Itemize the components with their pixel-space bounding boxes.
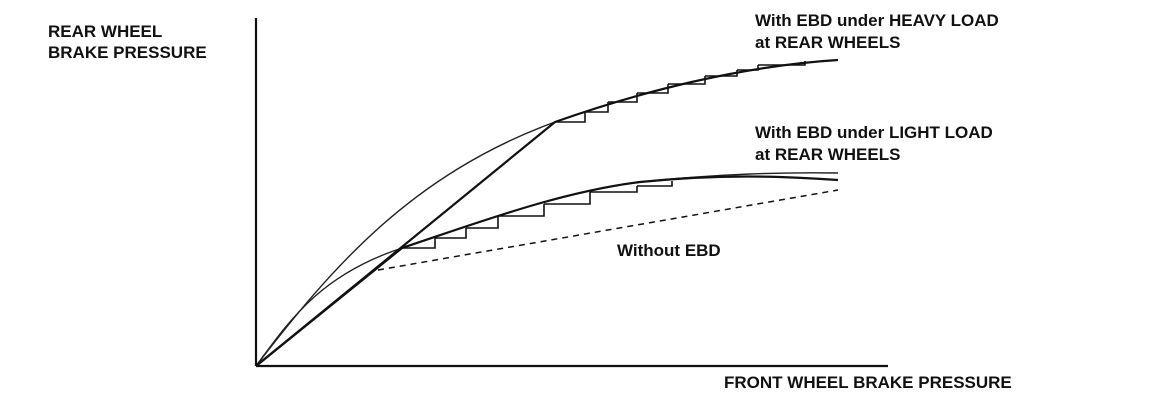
light-load-ebd-curve bbox=[255, 175, 839, 367]
without-ebd-line bbox=[377, 189, 839, 271]
light-load-label: With EBD under LIGHT LOAD at REAR WHEELS bbox=[755, 123, 998, 164]
heavy-load-ideal-curve bbox=[255, 59, 839, 367]
heavy-load-ebd-curve bbox=[255, 58, 839, 367]
y-axis-label: REAR WHEEL BRAKE PRESSURE bbox=[48, 22, 207, 62]
x-axis-label: FRONT WHEEL BRAKE PRESSURE bbox=[724, 373, 1012, 392]
heavy-load-pressure-steps bbox=[555, 61, 806, 123]
heavy-load-label: With EBD under HEAVY LOAD at REAR WHEELS bbox=[755, 11, 1004, 52]
light-load-pressure-steps bbox=[402, 181, 673, 249]
without-ebd-label: Without EBD bbox=[617, 241, 721, 260]
